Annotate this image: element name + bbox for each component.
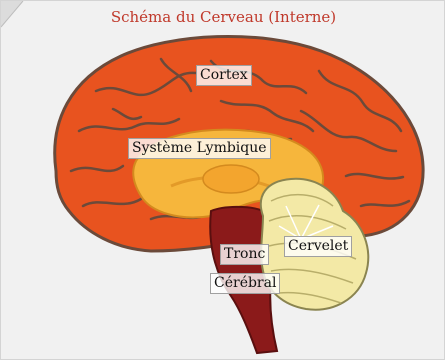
brainstem-label-line1: Tronc (220, 244, 269, 265)
diagram-title: Schéma du Cerveau (Interne) (1, 8, 445, 26)
cortex-label: Cortex (196, 65, 252, 86)
brainstem-label-line2: Cérébral (210, 273, 280, 294)
limbic-system-label: Système Lymbique (128, 138, 271, 159)
cerebellum-label: Cervelet (284, 236, 352, 257)
